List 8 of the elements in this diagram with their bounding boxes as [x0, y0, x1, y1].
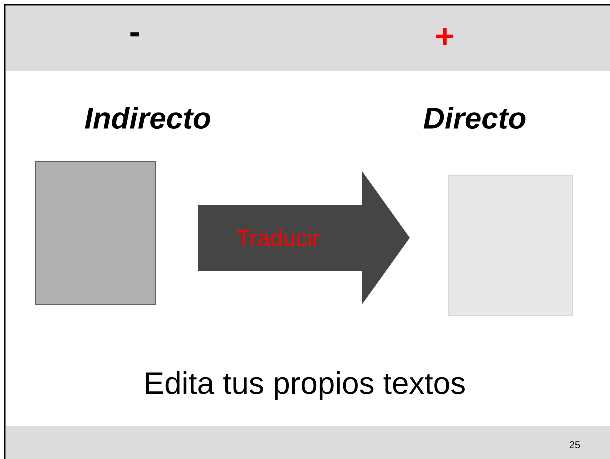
block-arrow	[198, 171, 410, 305]
minus-sign: -	[130, 32, 140, 37]
heading: Directo	[424, 107, 526, 130]
heading: Indirecto	[85, 106, 210, 130]
edge-label: Traducir	[237, 230, 320, 246]
statement: Edita tus propios textos	[146, 372, 465, 400]
plus-sign: +	[436, 28, 454, 46]
page-number: 25	[570, 441, 580, 449]
